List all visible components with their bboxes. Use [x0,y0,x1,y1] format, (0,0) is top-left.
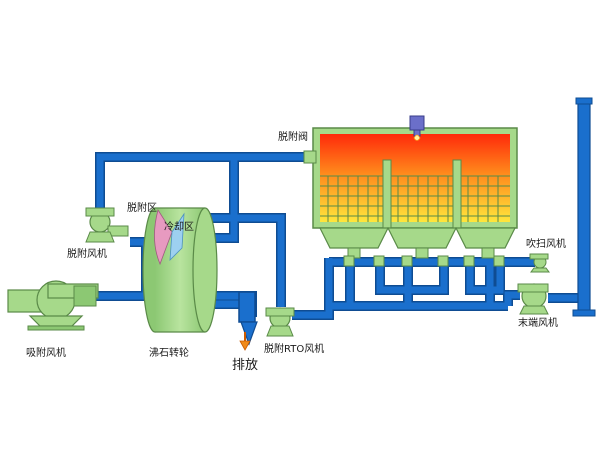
manifold-valves [343,255,505,267]
rto-ceramic-beds [320,175,510,222]
adsorb-fan [7,280,99,331]
exhaust-duct [238,291,258,346]
desorb-rto-fan [265,307,295,337]
label-purge-fan: 吹扫风机 [526,237,566,250]
label-adsorb-fan: 吸附风机 [26,346,66,359]
exhaust-arrow-icon [239,332,251,351]
label-desorb-valve: 脱附阀 [278,130,308,143]
label-end-fan: 末端风机 [518,316,558,329]
label-desorb-zone: 脱附区 [127,201,157,214]
desorb-fan [85,207,129,243]
chimney [572,97,596,317]
rotor-desorb-zone [154,209,173,266]
label-cooling-zone: 冷却区 [164,220,194,233]
zeolite-rotor [142,207,218,333]
label-exhaust: 排放 [232,358,258,373]
label-desorb-rto-fan: 脱附RTO风机 [264,342,324,355]
rotor-cooling-zone [169,212,185,262]
desorb-valve [303,150,317,164]
purge-fan [529,253,550,273]
end-fan [517,283,549,315]
label-zeolite-rotor: 沸石转轮 [149,346,189,359]
rto-chamber [312,127,518,259]
label-desorb-fan: 脱附风机 [67,247,107,260]
rto-burner [409,115,425,141]
